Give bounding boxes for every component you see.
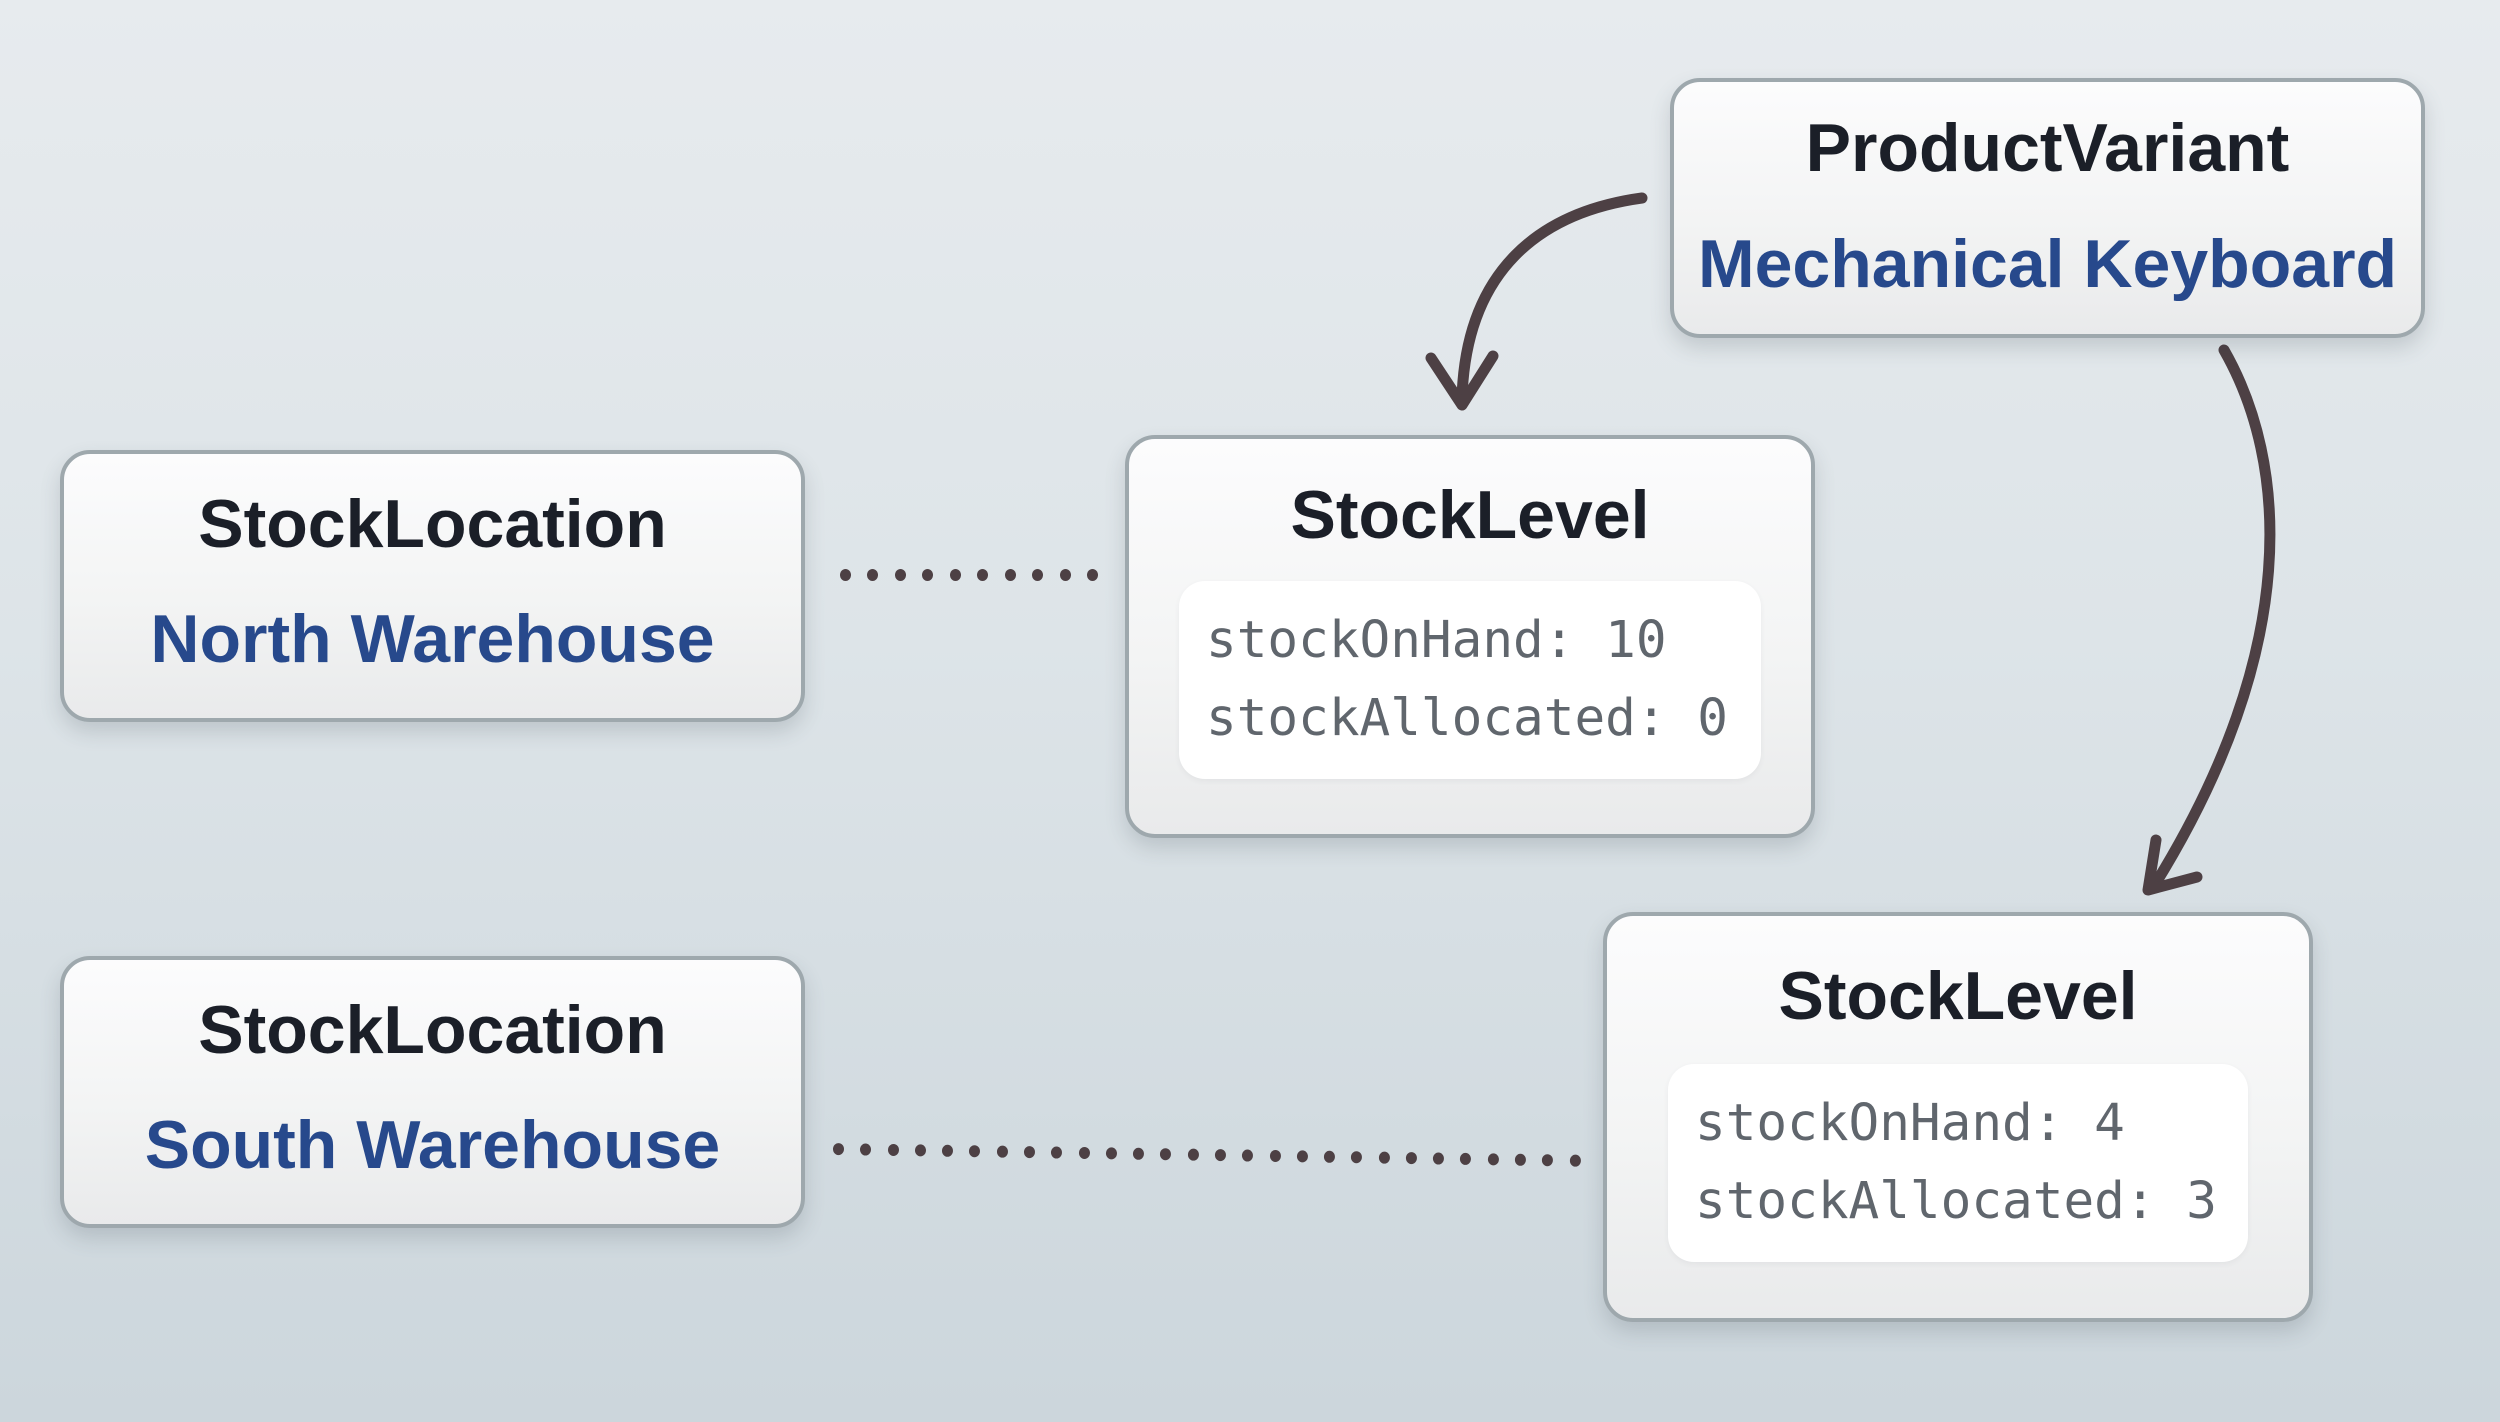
node-stock-location-north: StockLocation North Warehouse [60,450,805,722]
stock-fields-box: stockOnHand: 4 stockAllocated: 3 [1668,1064,2248,1262]
node-type-label: ProductVariant [1805,110,2290,186]
node-type-label: StockLocation [198,486,667,562]
connector-dot [840,569,851,581]
arrow-productvariant-to-stocklevel-south [2142,344,2276,896]
connector-dot [1051,1146,1063,1159]
connector-dot [1132,1147,1145,1160]
connector-dot [1378,1151,1390,1164]
field-stock-on-hand: stockOnHand: 10 [1206,611,1667,670]
arrow-productvariant-to-stocklevel-north [1425,192,1648,411]
connector-dot [996,1145,1008,1158]
field-stock-allocated: stockAllocated: 0 [1206,689,1728,748]
connector-dot [1059,569,1071,581]
node-instance-label: South Warehouse [144,1107,721,1183]
node-stock-location-south: StockLocation South Warehouse [60,956,805,1228]
connector-dot [1569,1154,1581,1167]
arrowhead-icon [2142,834,2203,896]
stock-fields-box: stockOnHand: 10 stockAllocated: 0 [1179,581,1761,779]
connector-dot [977,569,989,581]
connector-dot [1323,1150,1336,1163]
connector-dot [894,569,906,581]
connector-dot [1405,1151,1417,1165]
connector-dot [969,1145,981,1158]
connector-dot [1105,1147,1117,1160]
connector-dot [1078,1146,1090,1160]
connector-dot [914,1144,926,1157]
connector-dot [1487,1153,1499,1166]
connector-dot [1023,1146,1036,1159]
node-instance-label: Mechanical Keyboard [1697,226,2398,302]
connector-dot [1187,1148,1199,1161]
connector-dot [1433,1152,1445,1165]
field-stock-on-hand: stockOnHand: 4 [1695,1094,2125,1153]
connector-dot [1514,1153,1527,1166]
connector-dot [1542,1154,1554,1167]
node-stock-level-south: StockLevel stockOnHand: 4 stockAllocated… [1603,912,2313,1322]
dotted-link-south-location-to-level [832,1143,1581,1167]
connector-dot [1086,569,1098,581]
connector-dot [1160,1148,1172,1161]
connector-dot [1296,1150,1308,1163]
connector-dot [1032,569,1044,581]
node-product-variant: ProductVariant Mechanical Keyboard [1670,78,2425,338]
connector-dot [942,1144,954,1157]
connector-dot [1004,569,1016,581]
dotted-link-north-location-to-level [840,569,1098,581]
connector-dot [1242,1149,1254,1162]
node-type-label: StockLocation [198,992,667,1068]
connector-dot [1351,1151,1363,1164]
connector-dot [1460,1152,1472,1166]
node-type-label: StockLevel [1290,477,1650,553]
field-stock-allocated: stockAllocated: 3 [1695,1172,2217,1231]
connector-dot [1269,1149,1281,1163]
connector-dot [887,1143,899,1157]
connector-dot [832,1143,845,1156]
connector-dot [860,1143,872,1156]
connector-dot [922,569,934,581]
connector-dot [867,569,879,581]
connector-dot [1214,1149,1226,1162]
node-instance-label: North Warehouse [150,601,715,677]
connector-dot [949,569,961,581]
arrowhead-icon [1425,350,1499,411]
node-stock-level-north: StockLevel stockOnHand: 10 stockAllocate… [1125,435,1815,838]
node-type-label: StockLevel [1778,958,2138,1034]
